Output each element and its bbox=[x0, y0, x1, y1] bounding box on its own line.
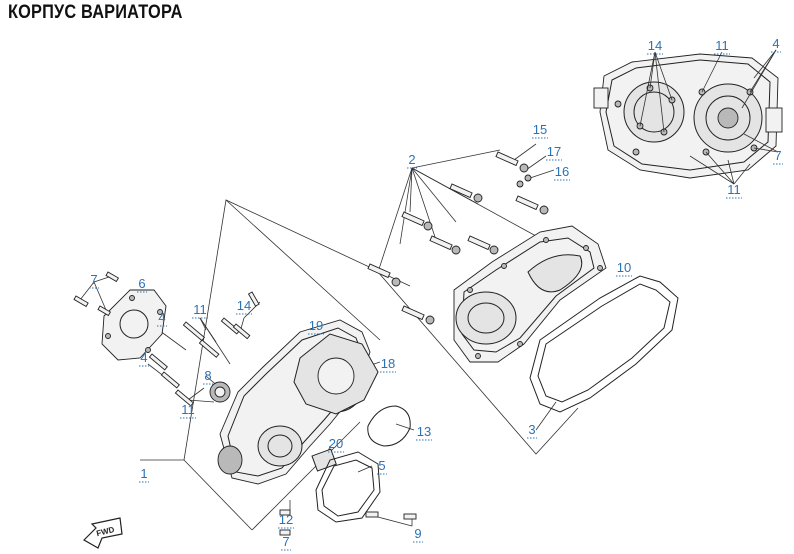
callout-11-inset-top: 11 bbox=[715, 38, 729, 53]
callout-19: 19 bbox=[309, 318, 323, 333]
callout-3: 3 bbox=[528, 422, 535, 437]
cover-bolts bbox=[367, 151, 549, 325]
lower-gasket bbox=[315, 451, 381, 523]
forward-direction-arrow: FWD bbox=[83, 517, 123, 549]
callout-12: 12 bbox=[279, 512, 293, 527]
callout-11-inset-bottom: 11 bbox=[727, 182, 741, 197]
oil-seal bbox=[209, 381, 231, 403]
callout-20: 20 bbox=[329, 436, 343, 451]
callout-18: 18 bbox=[381, 356, 395, 371]
callout-6: 6 bbox=[138, 276, 145, 291]
callout-13: 13 bbox=[417, 424, 431, 439]
callout-8: 8 bbox=[204, 368, 211, 383]
inner-plate bbox=[293, 333, 379, 415]
callout-9: 9 bbox=[414, 526, 421, 541]
callout-15: 15 bbox=[533, 122, 547, 137]
callout-16: 16 bbox=[555, 164, 569, 179]
callout-10: 10 bbox=[617, 260, 631, 275]
callout-14-inset: 14 bbox=[648, 38, 662, 53]
callout-11-upper: 11 bbox=[193, 302, 207, 317]
diagram-title: КОРПУС ВАРИАТОРА bbox=[8, 2, 183, 23]
callout-4-upper: 4 bbox=[158, 310, 165, 325]
variator-cover bbox=[453, 225, 607, 363]
callout-7-left: 7 bbox=[90, 272, 97, 287]
side-plate bbox=[101, 289, 167, 361]
small-fasteners bbox=[73, 271, 417, 536]
callout-1: 1 bbox=[140, 466, 147, 481]
callout-11-lower: 11 bbox=[181, 402, 195, 417]
callout-17: 17 bbox=[547, 144, 561, 159]
callout-14: 14 bbox=[237, 298, 251, 313]
callouts: 14 11 4 7 11 15 17 16 2 10 7 6 11 14 4 1… bbox=[89, 36, 783, 551]
callout-7-bottom: 7 bbox=[282, 534, 289, 549]
callout-2: 2 bbox=[408, 152, 415, 167]
small-gasket bbox=[367, 405, 411, 447]
inset-cover-view bbox=[593, 49, 783, 185]
cover-gasket bbox=[529, 275, 679, 413]
callout-5: 5 bbox=[378, 458, 385, 473]
callout-4-inset: 4 bbox=[772, 36, 779, 51]
fwd-label: FWD bbox=[95, 525, 115, 538]
callout-7-inset: 7 bbox=[774, 148, 781, 163]
callout-4-lower: 4 bbox=[140, 350, 147, 365]
